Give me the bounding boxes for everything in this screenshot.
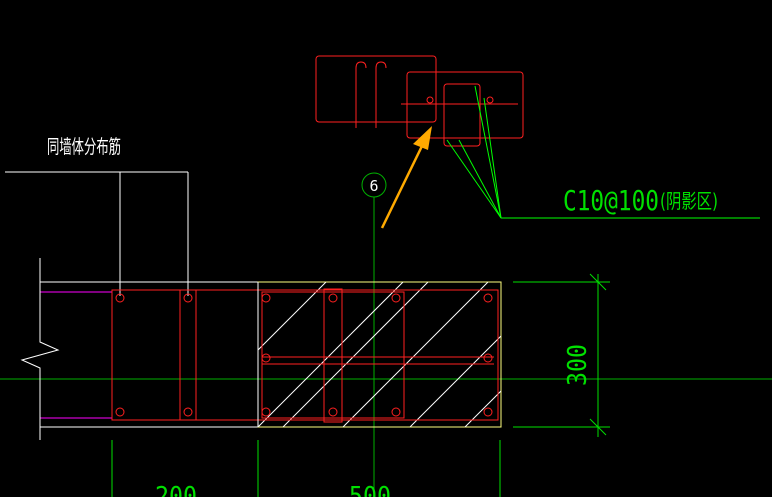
rebar-spec-note: (阴影区) bbox=[660, 189, 718, 213]
axis-lines bbox=[0, 197, 772, 497]
rebar-dot bbox=[115, 293, 125, 303]
spec-leader bbox=[446, 85, 760, 219]
wall-break-line bbox=[20, 258, 60, 440]
rebar-dot bbox=[483, 293, 493, 303]
detail-stirrup-mid bbox=[406, 71, 524, 139]
detail-hook-1 bbox=[355, 61, 367, 128]
rebar-dot bbox=[261, 407, 271, 417]
stirrup-inner-2 bbox=[323, 288, 343, 423]
rebar-dot bbox=[183, 293, 193, 303]
hatch-pattern bbox=[258, 282, 501, 427]
dimension-200-text: 200 bbox=[155, 482, 197, 497]
axis-6-bubble: 6 bbox=[361, 172, 387, 198]
stirrup-detail bbox=[315, 55, 524, 147]
rebar-dot bbox=[483, 353, 493, 363]
rebar-dot bbox=[483, 407, 493, 417]
stirrup-inner-1 bbox=[261, 291, 405, 419]
stirrup-right bbox=[257, 289, 499, 421]
axis-6-number: 6 bbox=[369, 177, 378, 195]
detail-dot bbox=[426, 96, 434, 104]
rebar-dot bbox=[261, 293, 271, 303]
detail-hook-2 bbox=[375, 61, 387, 128]
rebar-dot bbox=[328, 293, 338, 303]
rebar-dot bbox=[391, 407, 401, 417]
annotation-arrow bbox=[380, 126, 432, 229]
column-outline bbox=[257, 281, 502, 428]
detail-dot bbox=[486, 96, 494, 104]
rebar-dot bbox=[328, 407, 338, 417]
detail-stirrup-small bbox=[443, 83, 481, 147]
dimension-300-text: 300 bbox=[563, 344, 593, 386]
rebar-dot bbox=[115, 407, 125, 417]
wall-note-text: 同墙体分布筋 bbox=[47, 136, 121, 158]
stirrup-left bbox=[111, 289, 259, 421]
dimension-500-text: 500 bbox=[349, 482, 391, 497]
dimension-300 bbox=[513, 273, 610, 437]
stirrup-inner-3 bbox=[179, 289, 197, 421]
rebar-dot bbox=[391, 293, 401, 303]
wall-segment bbox=[20, 258, 500, 440]
wall-note-leader bbox=[5, 171, 189, 296]
rebar-spec-text: C10@100 bbox=[563, 184, 659, 217]
rebar-dot bbox=[183, 407, 193, 417]
axis-6-circle bbox=[361, 172, 387, 198]
section-rebar bbox=[111, 288, 499, 423]
dimension-bottom bbox=[111, 440, 501, 497]
rebar-dot bbox=[261, 353, 271, 363]
